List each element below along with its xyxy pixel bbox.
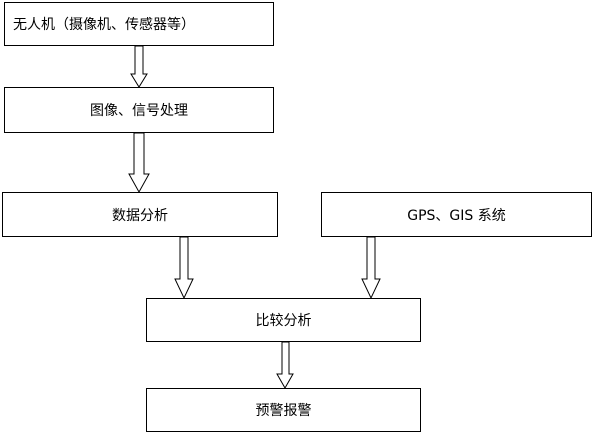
arrow-gps-to-comparison bbox=[361, 236, 381, 300]
node-uav: 无人机（摄像机、传感器等） bbox=[4, 2, 274, 46]
node-comparison-analysis-label: 比较分析 bbox=[255, 313, 312, 329]
node-warning-alarm: 预警报警 bbox=[146, 388, 421, 432]
node-warning-alarm-label: 预警报警 bbox=[255, 403, 312, 419]
node-image-signal-processing-label: 图像、信号处理 bbox=[90, 103, 188, 119]
node-comparison-analysis: 比较分析 bbox=[146, 298, 421, 342]
arrow-analysis-to-comparison bbox=[174, 236, 194, 300]
arrow-uav-to-processing bbox=[130, 45, 148, 88]
node-gps-gis-system: GPS、GIS 系统 bbox=[321, 192, 592, 237]
node-gps-gis-system-label: GPS、GIS 系统 bbox=[407, 207, 506, 224]
node-data-analysis: 数据分析 bbox=[2, 192, 278, 237]
node-data-analysis-label: 数据分析 bbox=[112, 207, 168, 224]
arrow-comparison-to-alarm bbox=[276, 341, 294, 390]
node-uav-label: 无人机（摄像机、传感器等） bbox=[13, 17, 195, 33]
arrow-processing-to-analysis bbox=[128, 132, 150, 194]
